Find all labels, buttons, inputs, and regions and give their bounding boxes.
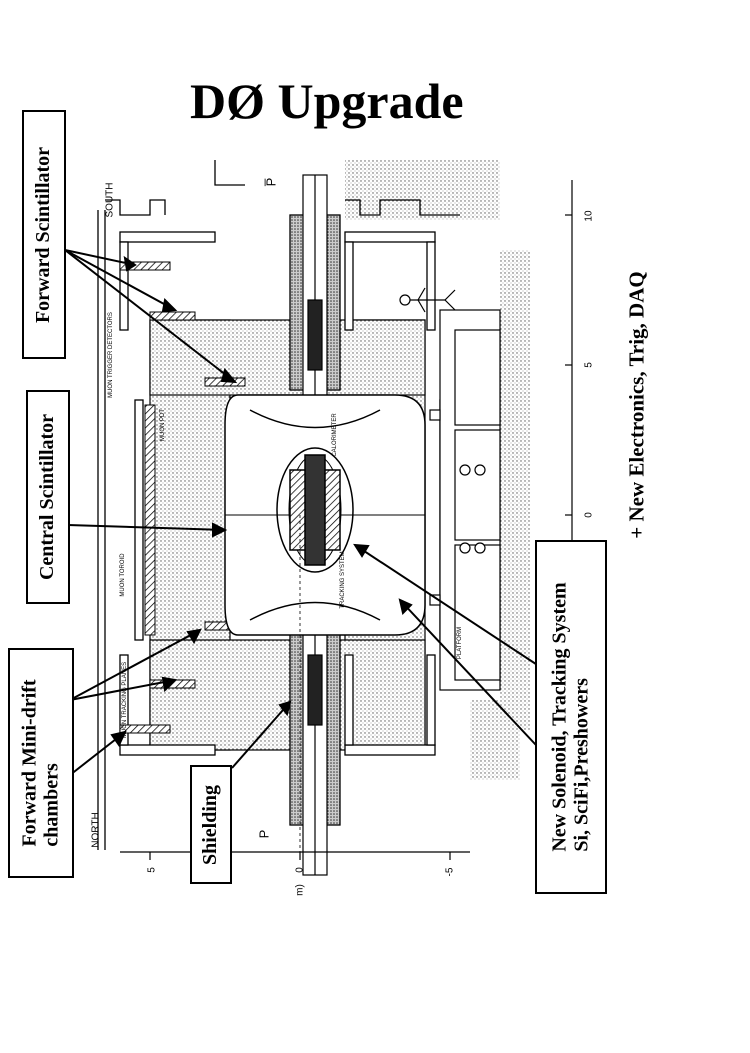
axes — [120, 180, 573, 860]
hall-walls — [97, 160, 460, 850]
platform — [429, 309, 501, 691]
callout-electronics: + New Electronics, Trig, DAQ — [624, 271, 649, 539]
callout-arrows — [64, 249, 551, 776]
label-north: NORTH — [90, 812, 102, 848]
axis-tick-10: 10 — [583, 210, 595, 222]
label-muon-tracking: MUON TRACKING PLANES — [122, 661, 128, 739]
label-muon-pdt: MUON PDT — [160, 409, 166, 441]
label-muon-toroid: MUON TOROID — [120, 553, 126, 597]
axis-unit: m) — [294, 884, 306, 896]
callout-forward-scintillator: Forward Scintillator — [22, 110, 66, 359]
central-tracker — [276, 447, 354, 573]
label-south: SOUTH — [104, 182, 116, 218]
callout-solenoid-line2: Si, SciFi,Preshowers — [570, 678, 592, 852]
callout-shielding: Shielding — [190, 765, 232, 884]
callout-solenoid-line1: New Solenoid, Tracking System — [548, 582, 571, 852]
axis-tick-5: 5 — [583, 362, 595, 368]
callout-forward-minidrift-line2: chambers — [40, 763, 62, 847]
page-title: DØ Upgrade — [190, 73, 464, 129]
label-muon-trigger: MUON TRIGGER DETECTORS — [108, 312, 114, 398]
axis-left-tick-5: 5 — [146, 867, 158, 873]
label-tracking-system: TRACKING SYSTEM — [340, 551, 346, 609]
label-platform: PLATFORM — [457, 626, 463, 659]
callout-forward-minidrift-line1: Forward Mini-drift — [18, 679, 41, 847]
axis-tick-0: 0 — [583, 512, 595, 518]
hall-rock — [345, 160, 530, 780]
axis-left-tick-0: 0 — [294, 867, 306, 873]
callout-central-scintillator: Central Scintillator — [26, 390, 70, 604]
person-figure — [399, 287, 456, 313]
label-pbar: P̅ — [263, 177, 279, 187]
axis-left-tick-neg5: -5 — [444, 867, 456, 877]
label-calorimeter: CALORIMETER — [332, 413, 338, 457]
label-p: P — [256, 829, 272, 839]
